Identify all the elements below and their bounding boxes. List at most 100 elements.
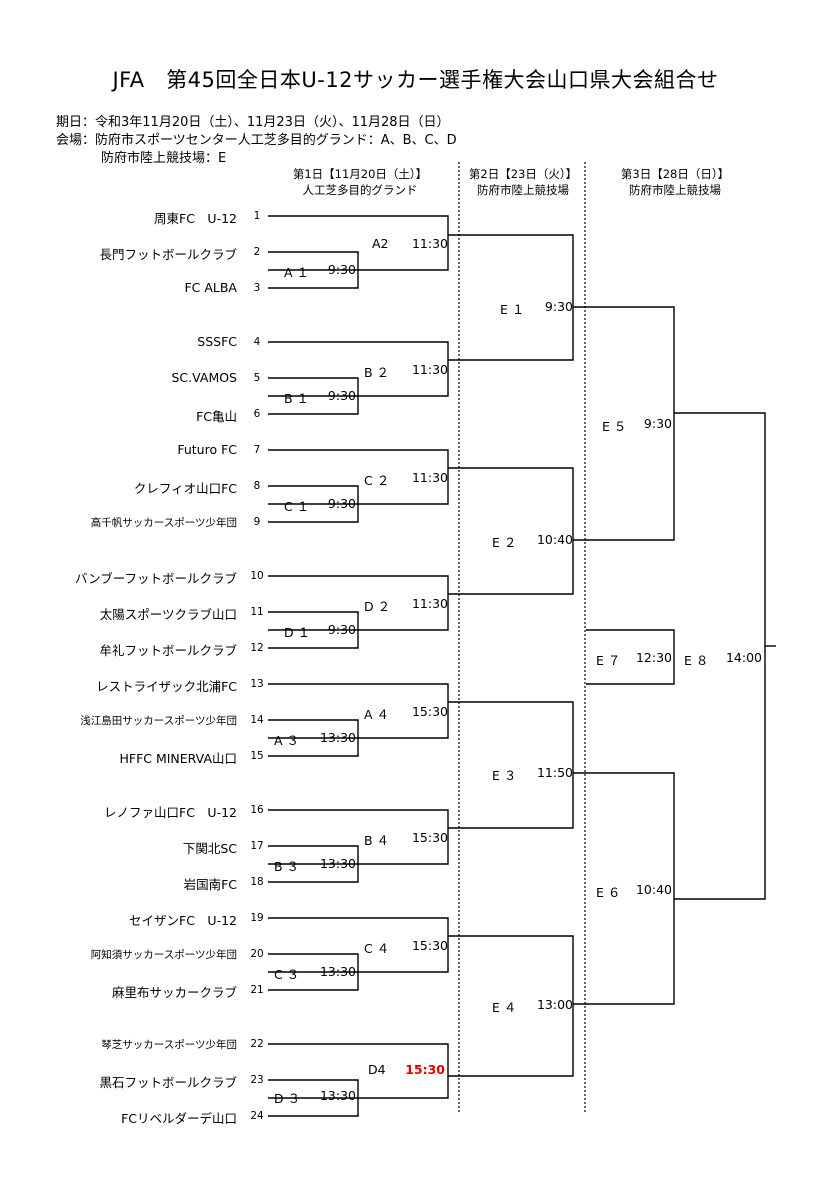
match-time: 11:30: [411, 236, 448, 251]
team-number: 9: [253, 516, 261, 528]
team-number: 21: [250, 984, 264, 996]
match-time: 13:30: [319, 1088, 356, 1103]
team-name: クレフィオ山口FC: [133, 481, 237, 496]
team-name: 高千帆サッカースポーツ少年団: [90, 517, 237, 529]
team-number: 3: [253, 282, 261, 294]
match-time: 13:30: [319, 964, 356, 979]
team-number: 24: [250, 1110, 264, 1122]
team-name: 太陽スポーツクラブ山口: [99, 607, 237, 622]
match-label: D １: [284, 625, 311, 640]
page-title: JFA 第45回全日本U-12サッカー選手権大会山口県大会組合せ: [112, 68, 719, 92]
day2-venue: 防府市陸上競技場: [477, 183, 569, 197]
match-time: 9:30: [327, 388, 356, 403]
match-label: A ３: [274, 733, 300, 748]
team-number: 16: [250, 804, 264, 816]
match-time: 11:30: [411, 362, 448, 377]
match-time: 9:30: [643, 416, 672, 431]
team-name: FC亀山: [196, 409, 237, 424]
match-time: 9:30: [327, 496, 356, 511]
match-label: B ２: [364, 365, 390, 380]
team-number: 13: [250, 678, 264, 690]
match-time: 11:30: [411, 596, 448, 611]
day3-venue: 防府市陸上競技場: [629, 183, 721, 197]
match-label: E １: [500, 302, 525, 317]
match-time: 15:30: [411, 704, 448, 719]
team-number: 14: [250, 714, 264, 726]
match-time: 12:30: [635, 650, 672, 665]
day1-date: 第1日【11月20日（土）】: [292, 167, 428, 181]
team-number: 22: [250, 1038, 264, 1050]
team-name: セイザンFC U-12: [129, 913, 237, 928]
team-number: 10: [250, 570, 264, 582]
match-label: C ４: [364, 941, 390, 956]
match-label: B ３: [274, 859, 300, 874]
team-name: レノファ山口FC U-12: [104, 805, 237, 820]
day3-header: 第3日【28日（日）】 防府市陸上競技場: [590, 166, 760, 198]
team-name: FC ALBA: [184, 280, 237, 295]
match-time-highlight: 15:30: [405, 1062, 445, 1077]
match-label: E ３: [492, 768, 517, 783]
match-label: E ５: [602, 419, 627, 434]
match-time: 14:00: [725, 650, 762, 665]
team-name: HFFC MINERVA山口: [119, 751, 237, 766]
match-label: C ３: [274, 967, 300, 982]
team-number: 12: [250, 642, 264, 654]
match-label: A １: [284, 265, 310, 280]
match-time: 15:30: [411, 830, 448, 845]
match-time: 10:40: [536, 532, 573, 547]
team-name: SC.VAMOS: [171, 370, 238, 385]
match-label: A ４: [364, 707, 390, 722]
match-time: 9:30: [544, 299, 573, 314]
match-label: E ８: [684, 653, 709, 668]
team-name: Futuro FC: [177, 442, 237, 457]
match-time: 10:40: [635, 882, 672, 897]
team-name: 麻里布サッカークラブ: [111, 985, 237, 1000]
match-time: 15:30: [411, 938, 448, 953]
match-label: C １: [284, 499, 310, 514]
day2-header: 第2日【23日（火）】 防府市陸上競技場: [458, 166, 588, 198]
match-label: D ３: [274, 1091, 301, 1106]
team-name: SSSFC: [197, 334, 237, 349]
match-time: 13:30: [319, 730, 356, 745]
team-number: 15: [250, 750, 264, 762]
team-number: 2: [253, 246, 261, 258]
day3-date: 第3日【28日（日）】: [620, 167, 730, 181]
match-label: E ６: [596, 885, 621, 900]
team-number: 11: [250, 606, 264, 618]
team-number: 7: [253, 444, 261, 456]
match-time: 13:00: [536, 997, 573, 1012]
match-label: C ２: [364, 473, 390, 488]
team-name: レストライザック北浦FC: [96, 679, 237, 694]
match-label: E ４: [492, 1000, 517, 1015]
day1-venue: 人工芝多目的グランド: [302, 183, 418, 197]
match-label: B １: [284, 391, 310, 406]
match-time: 9:30: [327, 262, 356, 277]
match-label: B ４: [364, 833, 390, 848]
team-number: 23: [250, 1074, 264, 1086]
team-number: 1: [253, 210, 261, 222]
match-time: 9:30: [327, 622, 356, 637]
team-name: 黒石フットボールクラブ: [99, 1075, 237, 1090]
match-label: A2: [372, 236, 389, 251]
team-number: 8: [253, 480, 261, 492]
team-name: 牟礼フットボールクラブ: [99, 643, 237, 658]
team-number: 20: [250, 948, 264, 960]
team-number: 17: [250, 840, 264, 852]
venue-info-2: 防府市陸上競技場：E: [101, 151, 227, 166]
match-label: D ２: [364, 599, 391, 614]
dates-info: 期日：令和3年11月20日（土）、11月23日（火）、11月28日（日）: [56, 115, 450, 130]
team-number: 5: [253, 372, 261, 384]
team-number: 4: [253, 336, 261, 348]
match-time: 11:50: [536, 765, 573, 780]
venue-info: 会場：防府市スポーツセンター人工芝多目的グランド：A、B、C、D: [56, 133, 457, 148]
team-name: FCリベルダーデ山口: [121, 1111, 237, 1126]
team-name: 琴芝サッカースポーツ少年団: [101, 1039, 237, 1051]
team-name: 下関北SC: [182, 841, 237, 856]
day2-date: 第2日【23日（火）】: [468, 167, 578, 181]
day1-header: 第1日【11月20日（土）】 人工芝多目的グランド: [265, 166, 455, 198]
team-name: 周東FC U-12: [154, 211, 237, 226]
team-name: 長門フットボールクラブ: [99, 247, 237, 262]
match-time: 11:30: [411, 470, 448, 485]
team-name: バンブーフットボールクラブ: [74, 571, 237, 586]
